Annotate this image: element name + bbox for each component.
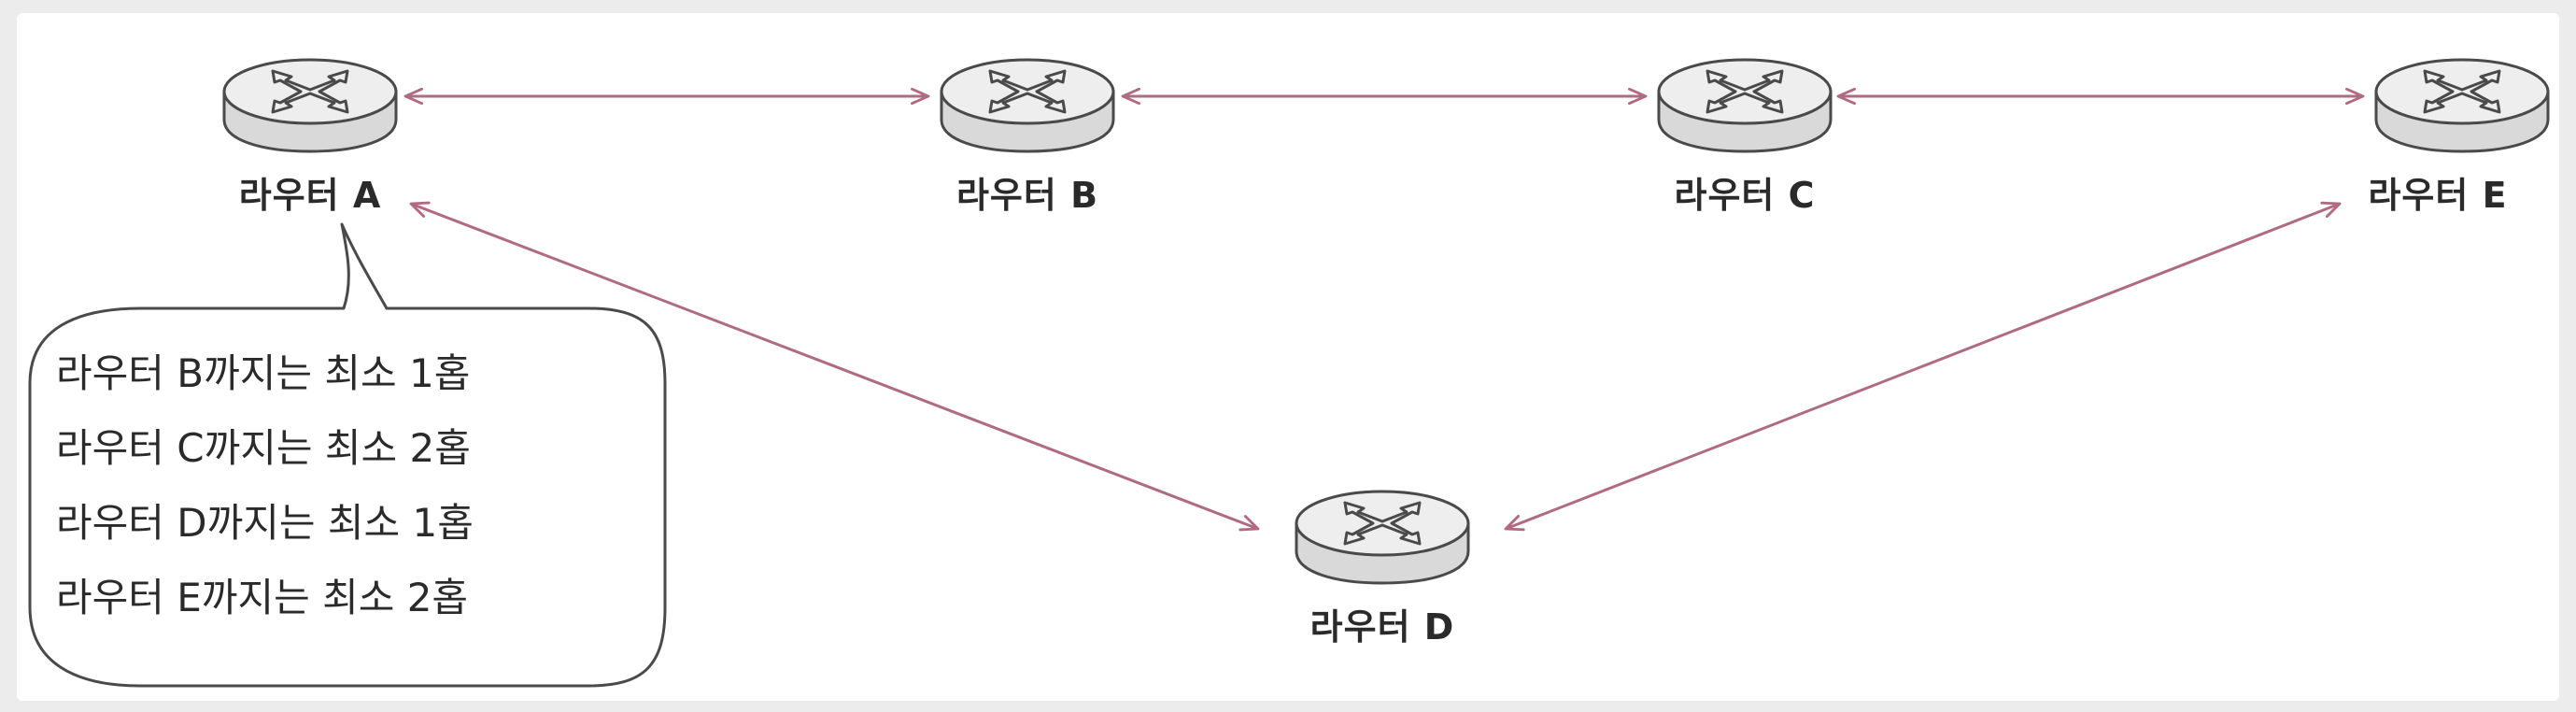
router-icon: [2374, 58, 2550, 153]
hop-count-d: 라우터 D까지는 최소 1홉: [56, 500, 474, 546]
router-c[interactable]: [1651, 47, 1838, 159]
router-b[interactable]: [934, 47, 1121, 159]
router-icon: [940, 58, 1115, 153]
speech-bubble-text: 라우터 B까지는 최소 1홉 라우터 C까지는 최소 2홉 라우터 D까지는 최…: [56, 336, 654, 635]
hop-count-c: 라우터 C까지는 최소 2홉: [56, 425, 471, 471]
router-b-label: 라우터 B: [955, 175, 1099, 216]
hop-count-b: 라우터 B까지는 최소 1홉: [56, 350, 471, 396]
router-d-label: 라우터 D: [1309, 606, 1455, 648]
router-icon: [1657, 58, 1833, 153]
router-icon: [1295, 490, 1470, 585]
router-c-label: 라우터 C: [1674, 175, 1816, 216]
hop-count-e: 라우터 E까지는 최소 2홉: [56, 575, 469, 620]
speech-bubble: [28, 222, 667, 688]
router-a-label: 라우터 A: [238, 175, 382, 216]
link-a-d: [409, 201, 1260, 532]
router-a[interactable]: [217, 47, 403, 159]
router-e-label: 라우터 E: [2368, 175, 2508, 216]
link-d-e: [1504, 201, 2342, 532]
router-d[interactable]: [1289, 478, 1476, 591]
router-e[interactable]: [2369, 47, 2555, 159]
router-icon: [222, 58, 398, 153]
